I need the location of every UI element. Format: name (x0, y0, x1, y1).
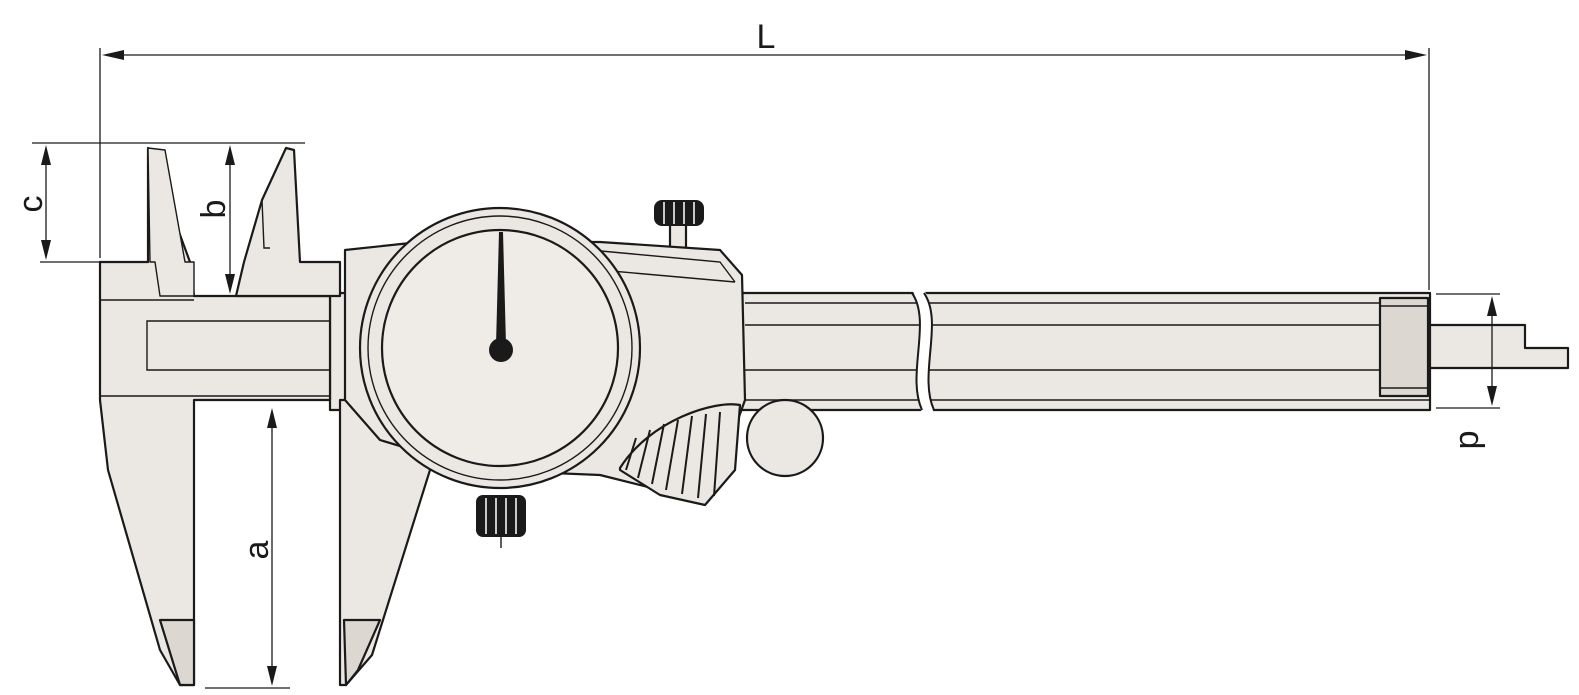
fixed-jaw (98, 146, 332, 687)
dimension-label-c: c (12, 196, 50, 213)
dimension-b: b (195, 145, 235, 294)
dimension-label-a: a (238, 540, 276, 559)
dial-center-pin (489, 338, 513, 362)
dimension-l: L (99, 18, 1430, 290)
dial-needle (496, 232, 506, 345)
dial (358, 206, 642, 490)
dimension-d: d (1436, 293, 1500, 450)
dimension-label-l: L (757, 18, 776, 56)
dimension-label-d: d (1452, 431, 1490, 450)
dimension-a: a (205, 408, 290, 689)
beam-end-block (1378, 296, 1430, 398)
dimension-c: c (12, 142, 305, 263)
sliding-jaw (234, 146, 432, 687)
depth-rod (1428, 323, 1570, 370)
clamp-screw (654, 200, 704, 250)
dimension-label-b: b (195, 200, 233, 219)
thumb-roller (745, 398, 825, 478)
bezel-lock-screw (476, 495, 526, 548)
thumb-grip (618, 403, 742, 507)
